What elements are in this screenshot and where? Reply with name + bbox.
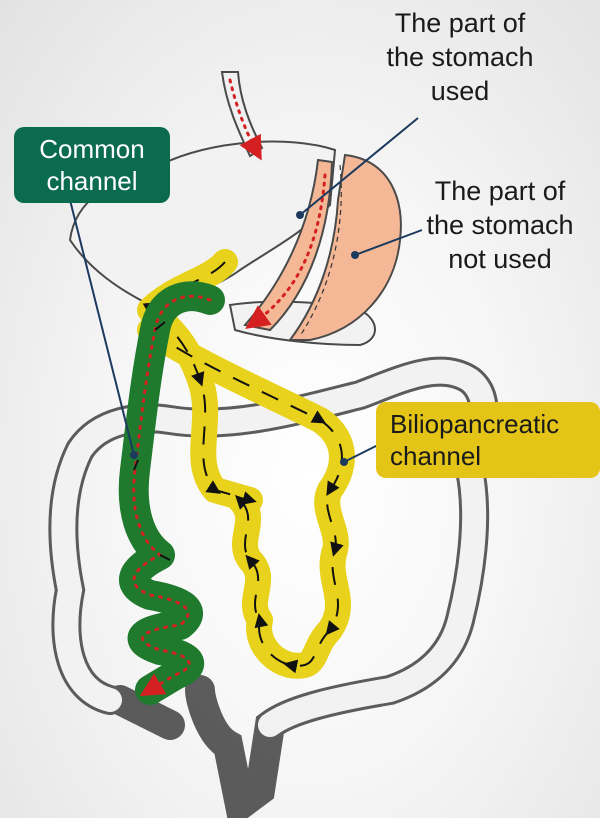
label-common-channel: Common channel — [14, 127, 170, 203]
label-stomach-not-used: The part of the stomach not used — [402, 174, 598, 276]
label-biliopancreatic-channel: Biliopancreatic channel — [376, 402, 600, 478]
label-stomach-used: The part of the stomach used — [360, 6, 560, 108]
